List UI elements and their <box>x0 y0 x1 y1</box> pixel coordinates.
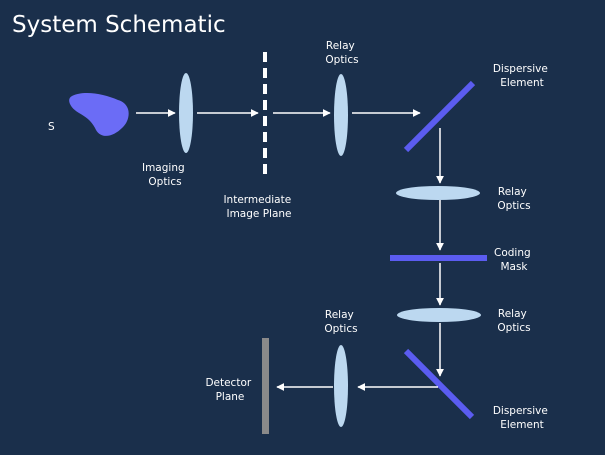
relay-lens-3 <box>397 308 481 322</box>
diagram-title: System Schematic <box>12 12 226 38</box>
dispersive-element-2-label: Dispersive Element <box>493 405 551 431</box>
intermediate-image-plane-label: Intermediate Image Plane <box>223 194 294 220</box>
imaging-lens <box>179 73 193 153</box>
dispersive-element-2 <box>403 348 475 420</box>
source-label: S <box>48 121 55 133</box>
relay-lens-4 <box>334 345 348 427</box>
coding-mask-label: Coding Mask <box>494 247 534 273</box>
relay-lens-1 <box>334 74 348 156</box>
relay-optics-3-label: Relay Optics <box>497 308 530 334</box>
imaging-optics-label: Imaging Optics <box>142 162 188 188</box>
coding-mask <box>390 255 487 261</box>
relay-lens-2 <box>396 186 480 200</box>
relay-optics-1-label: Relay Optics <box>325 40 358 66</box>
detector-plane <box>262 338 269 434</box>
detector-plane-label: Detector Plane <box>205 377 254 403</box>
dispersive-element-1-label: Dispersive Element <box>493 63 551 89</box>
relay-optics-2-label: Relay Optics <box>497 186 530 212</box>
relay-optics-4-label: Relay Optics <box>324 309 357 335</box>
dispersive-element-1 <box>403 80 476 153</box>
source-blob <box>69 93 129 136</box>
